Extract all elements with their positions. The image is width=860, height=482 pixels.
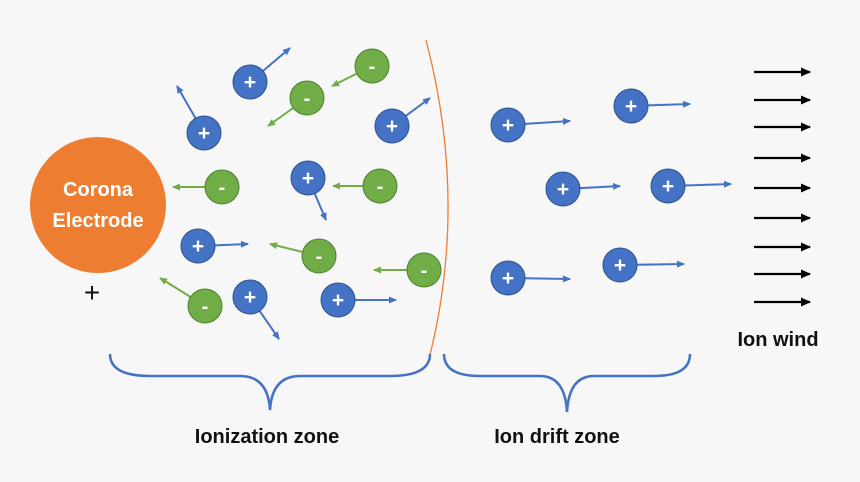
positive-ion-velocity-arrow [176, 85, 197, 119]
positive-ion: + [290, 160, 327, 221]
electrode-label-line1: Corona [63, 179, 134, 201]
ionization-zone-label: Ionization zone [195, 426, 339, 448]
negative-ion-circle [354, 48, 390, 84]
negative-ion-sign: - [316, 246, 323, 268]
positive-ion-velocity-arrow [313, 193, 327, 221]
negative-ion-velocity-arrow [159, 277, 192, 298]
ion-drift-zone-brace [442, 353, 692, 413]
negative-ion-sign: - [219, 177, 226, 199]
positive-ion: + [613, 88, 691, 124]
negative-ion-velocity-arrow [267, 107, 294, 127]
positive-ion-velocity-arrow [524, 117, 571, 125]
negative-ion-circle [204, 169, 240, 205]
electrode-label-line2: Electrode [52, 210, 143, 232]
positive-ion: + [602, 247, 685, 283]
negative-ion-circle [362, 168, 398, 204]
positive-ion-circle [650, 168, 686, 204]
negative-ion-circle [187, 288, 223, 324]
drift-zone-ions: + + + + + + [490, 88, 732, 296]
positive-ion-velocity-arrow [579, 182, 621, 190]
negative-ion-velocity-arrow [331, 72, 358, 87]
ion-wind-arrows [754, 67, 811, 307]
positive-ion-circle [320, 282, 356, 318]
positive-ion-sign: + [386, 115, 398, 138]
positive-ion-sign: + [614, 254, 626, 277]
positive-ion-sign: + [557, 178, 569, 201]
positive-ion-velocity-arrow [684, 180, 732, 188]
positive-ion-velocity-arrow [258, 310, 280, 340]
negative-ion-circle [301, 238, 337, 274]
positive-ion: + [320, 282, 397, 318]
positive-ion-sign: + [302, 167, 314, 190]
positive-ion: + [180, 228, 249, 264]
positive-ion: + [374, 97, 431, 144]
positive-ion-velocity-arrow [214, 240, 249, 248]
ion-wind-label: Ion wind [737, 329, 818, 351]
positive-ion: + [176, 85, 222, 151]
negative-ion: - [159, 277, 223, 324]
negative-ion-sign: - [421, 260, 428, 282]
electrode-polarity-sign: + [84, 277, 100, 308]
negative-ion-sign: - [369, 56, 376, 78]
corona-electrode: Corona Electrode [30, 137, 166, 273]
positive-ion-sign: + [502, 114, 514, 137]
positive-ion: + [545, 171, 621, 207]
negative-ion: - [332, 168, 398, 204]
positive-ion: + [232, 279, 280, 340]
positive-ion-sign: + [198, 122, 210, 145]
negative-ion-circle [406, 252, 442, 288]
negative-ion: - [267, 80, 325, 127]
positive-ion-velocity-arrow [405, 97, 431, 117]
positive-ion-velocity-arrow [262, 47, 291, 72]
positive-ion-sign: + [244, 71, 256, 94]
positive-ion: + [490, 107, 571, 143]
negative-ion: - [172, 169, 240, 205]
positive-ion: + [650, 168, 732, 204]
negative-ion-sign: - [202, 296, 209, 318]
negative-ion-sign: - [304, 88, 311, 110]
positive-ion-sign: + [662, 175, 674, 198]
positive-ion-sign: + [332, 289, 344, 312]
positive-ion-circle [613, 88, 649, 124]
positive-ion-circle [545, 171, 581, 207]
positive-ion-circle [290, 160, 326, 196]
ionization-zone-brace [108, 353, 432, 411]
negative-ion: - [373, 252, 442, 288]
zone-boundary-curve [425, 39, 449, 356]
positive-ion: + [232, 47, 291, 100]
positive-ion: + [490, 260, 571, 296]
positive-ion-circle [232, 279, 268, 315]
positive-ion-circle [490, 107, 526, 143]
negative-ion-circle [289, 80, 325, 116]
positive-ion-circle [186, 115, 222, 151]
positive-ion-circle [232, 64, 268, 100]
negative-ion: - [269, 238, 337, 274]
ionization-zone-ions: ++--++--+---++ [159, 47, 442, 340]
positive-ion-sign: + [625, 95, 637, 118]
positive-ion-circle [180, 228, 216, 264]
negative-ion-velocity-arrow [269, 242, 303, 253]
positive-ion-circle [490, 260, 526, 296]
positive-ion-circle [374, 108, 410, 144]
ion-drift-zone-label: Ion drift zone [494, 426, 620, 448]
positive-ion-velocity-arrow [636, 260, 685, 268]
positive-ion-sign: + [192, 235, 204, 258]
positive-ion-velocity-arrow [647, 100, 691, 108]
electrode-circle [30, 137, 166, 273]
positive-ion-sign: + [502, 267, 514, 290]
positive-ion-sign: + [244, 286, 256, 309]
negative-ion: - [331, 48, 390, 87]
positive-ion-circle [602, 247, 638, 283]
positive-ion-velocity-arrow [524, 275, 571, 283]
negative-ion-sign: - [377, 176, 384, 198]
